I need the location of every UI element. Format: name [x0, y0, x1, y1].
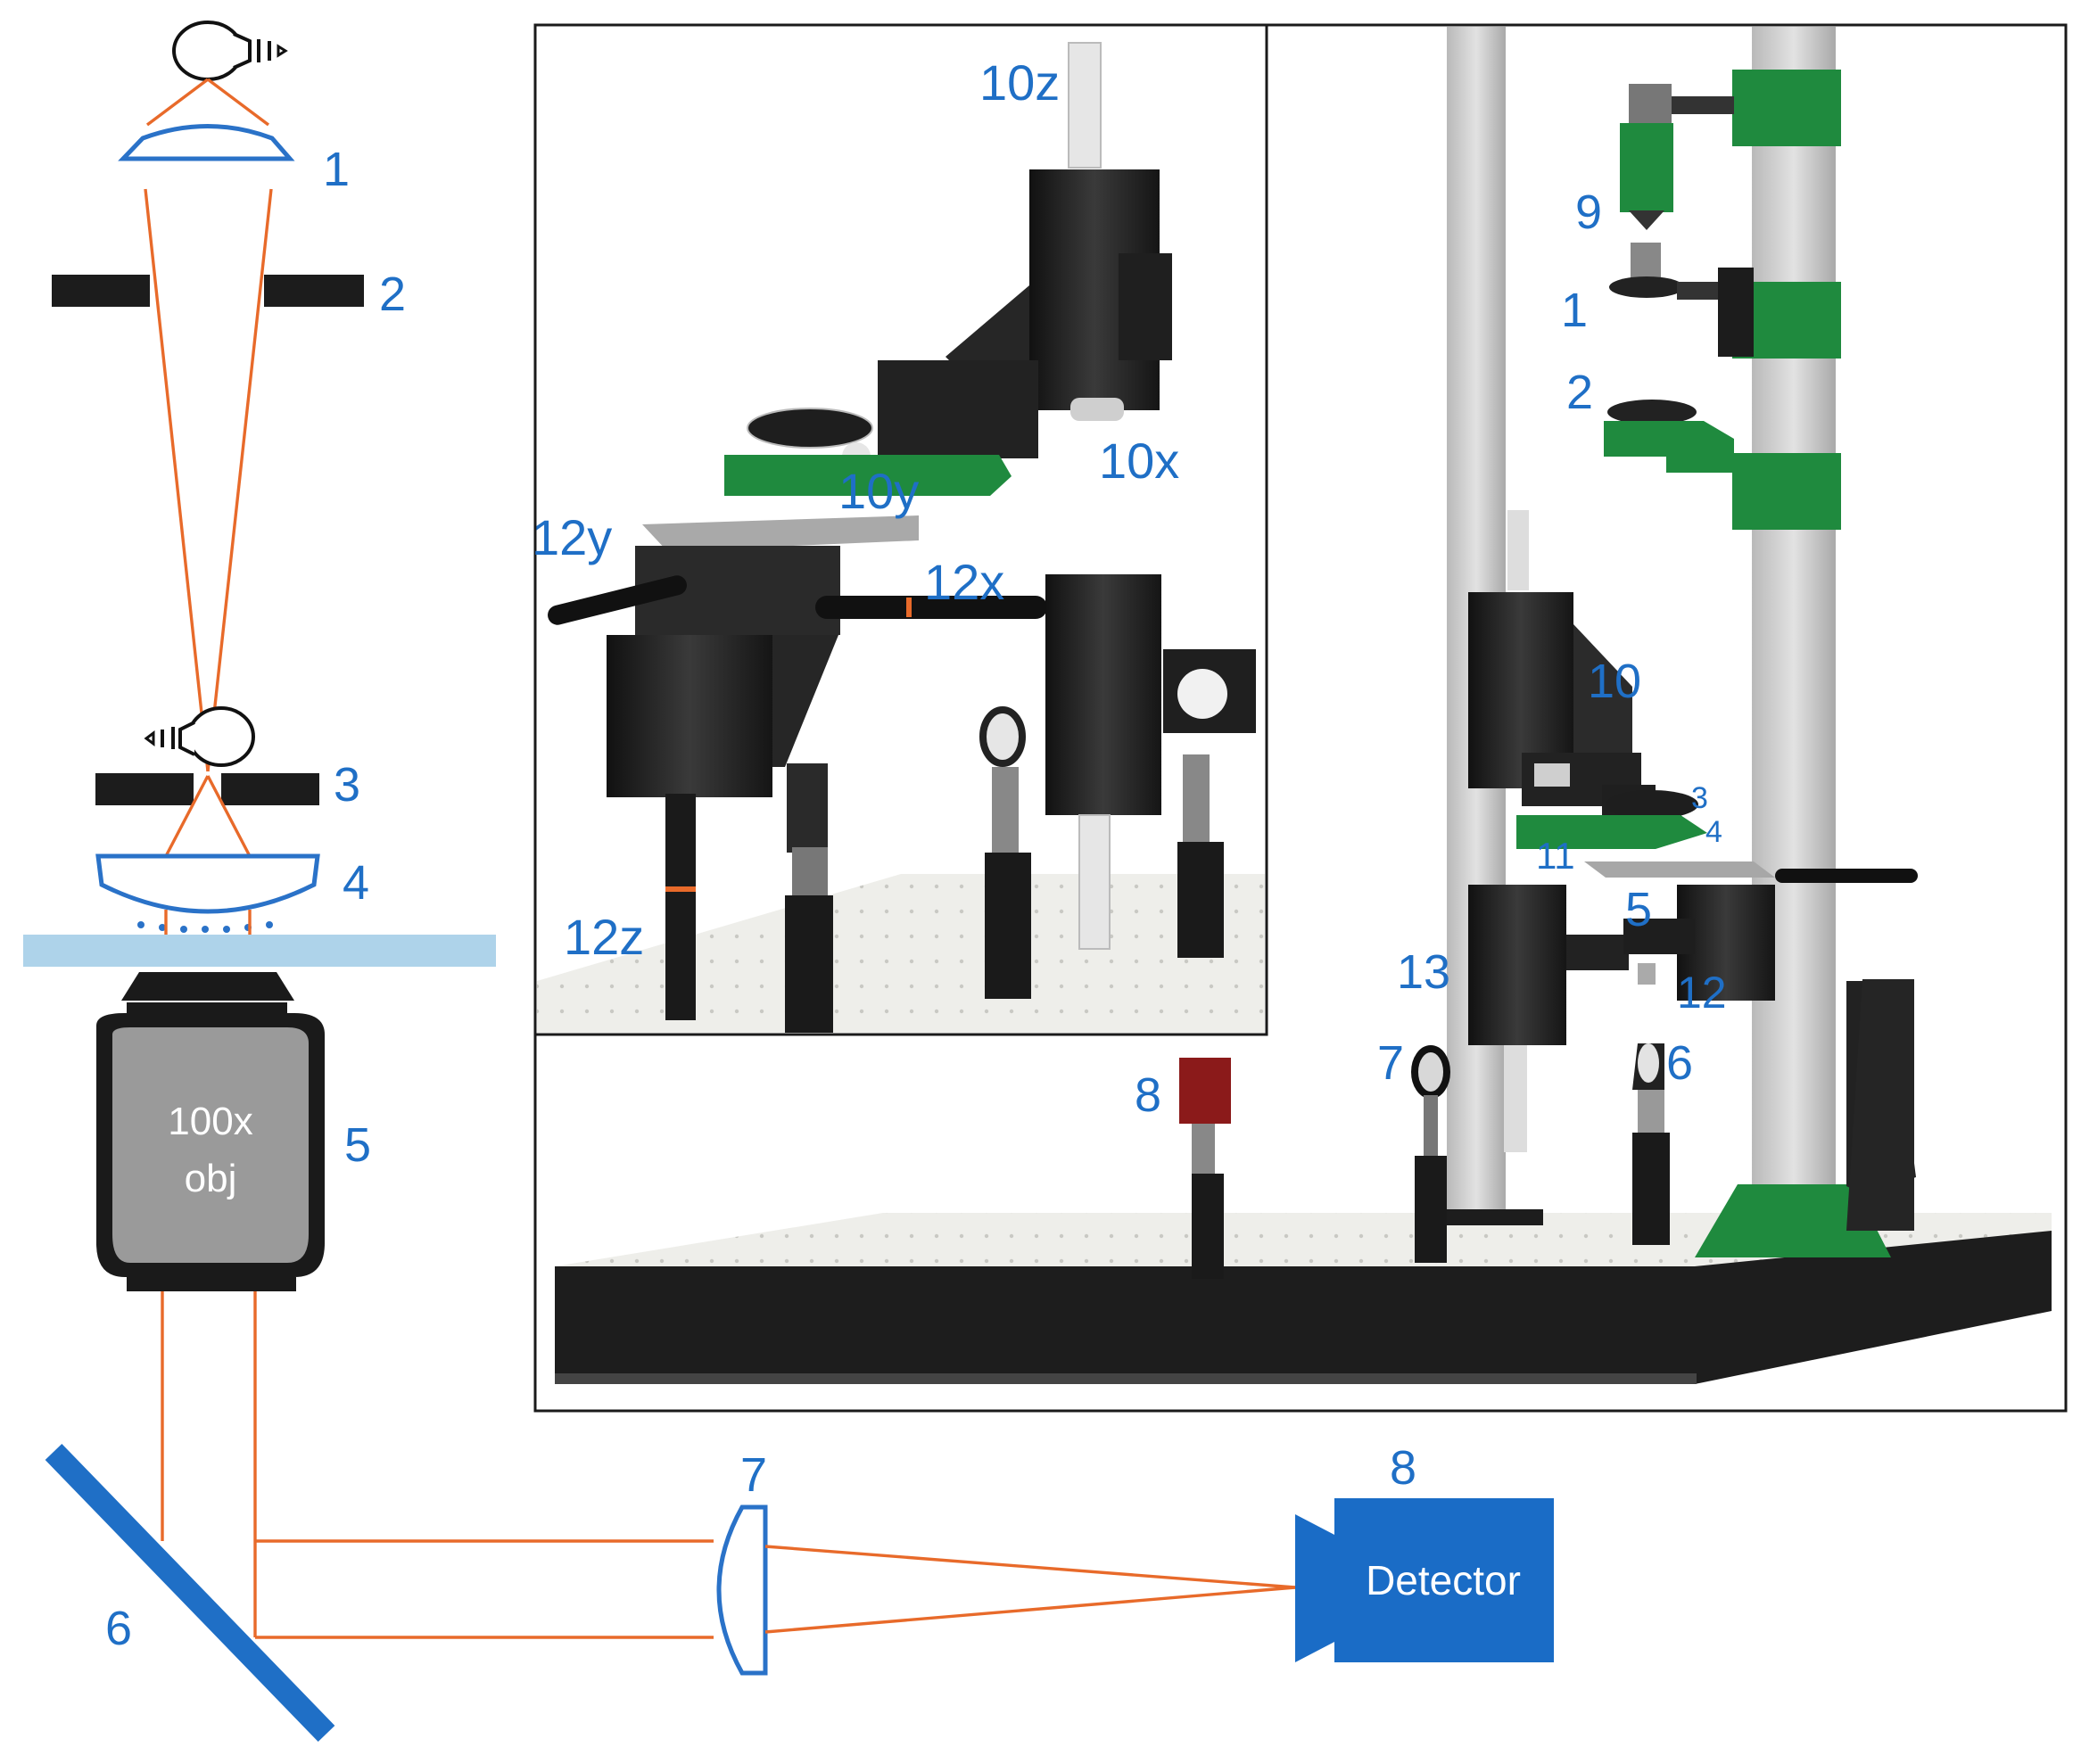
breadboard [555, 1213, 2052, 1384]
inset-stage-12 [548, 546, 1047, 1020]
objective-label-line2: obj [185, 1157, 237, 1200]
aperture-2-right [264, 275, 364, 307]
schematic-label-2: 2 [379, 268, 406, 321]
item-2-aperture-mount [1604, 400, 1734, 473]
render-label-3: 3 [1691, 781, 1708, 815]
item-11-plate [1584, 861, 1775, 878]
ray [206, 775, 252, 857]
inset-label-12z: 12z [564, 909, 644, 965]
render-label-12: 12 [1677, 968, 1727, 1018]
render-label-9: 9 [1575, 185, 1602, 239]
inset-stage-12x [1045, 574, 1256, 950]
render-label-4: 4 [1705, 815, 1722, 849]
ray [206, 78, 270, 127]
detector-label: Detector [1366, 1557, 1521, 1603]
immersion-dots [137, 921, 273, 933]
item-10-stage-assembly [1468, 510, 1707, 849]
inset-label-10y: 10y [838, 463, 919, 519]
item-13-vertical-stage [1468, 885, 1629, 1152]
aperture-3-right [221, 773, 319, 805]
inset-label-12y: 12y [532, 509, 612, 565]
objective-label-line1: 100x [168, 1100, 252, 1143]
schematic-label-7: 7 [740, 1448, 767, 1502]
render-label-10: 10 [1588, 655, 1641, 708]
schematic-label-1: 1 [323, 143, 350, 196]
sample-slide [23, 935, 496, 967]
render-label-13: 13 [1397, 945, 1450, 999]
ray [144, 188, 210, 772]
render-label-6: 6 [1666, 1036, 1693, 1090]
optical-schematic: 1 2 3 4 [23, 21, 1554, 1743]
lens-1-icon [118, 124, 295, 161]
ray [164, 775, 210, 857]
objective-icon [96, 972, 325, 1291]
inset-stage-10 [724, 42, 1172, 496]
inset-plate [642, 515, 919, 551]
aperture-2-left [52, 275, 150, 307]
schematic-label-8: 8 [1390, 1441, 1416, 1495]
inset-label-10x: 10x [1099, 433, 1179, 489]
support-pillar-main [1752, 27, 1836, 1222]
light-source-side-icon [144, 706, 255, 767]
ray [764, 1586, 1296, 1634]
schematic-label-5: 5 [344, 1118, 371, 1172]
light-source-top-icon [172, 21, 288, 81]
render-label-1: 1 [1561, 284, 1588, 337]
schematic-label-3: 3 [334, 758, 360, 812]
base-bracket [1846, 979, 1914, 1231]
lens-7-icon [716, 1504, 768, 1676]
render-label-8: 8 [1135, 1068, 1161, 1122]
mirror-6-icon [45, 1443, 335, 1743]
inset-panel: 10z 10x 10y 12y 12x 12z [532, 23, 1268, 1036]
aperture-3-left [95, 773, 194, 805]
inset-frame-border [533, 23, 1268, 1036]
render-label-7: 7 [1377, 1036, 1404, 1090]
ray [206, 188, 273, 772]
schematic-label-4: 4 [343, 856, 369, 910]
item-9-pipette [1620, 84, 1734, 230]
schematic-label-6: 6 [105, 1602, 132, 1655]
inset-posts [785, 706, 1224, 1033]
item-7-mirror-post [1411, 1045, 1450, 1263]
ray [764, 1545, 1296, 1589]
item-6-mirror-post [1632, 1043, 1670, 1245]
inset-label-12x: 12x [924, 554, 1004, 610]
lens-4-icon [95, 853, 320, 914]
item-8-detector-post [1179, 1058, 1231, 1279]
item-1-lens-mount [1609, 243, 1754, 357]
render-label-2: 2 [1566, 366, 1593, 419]
inset-label-10z: 10z [979, 54, 1060, 111]
ray [145, 78, 210, 127]
detector-icon [1295, 1498, 1554, 1662]
pillar-base [1427, 1209, 1543, 1225]
render-label-5: 5 [1625, 883, 1652, 936]
render-label-11: 11 [1536, 835, 1575, 877]
